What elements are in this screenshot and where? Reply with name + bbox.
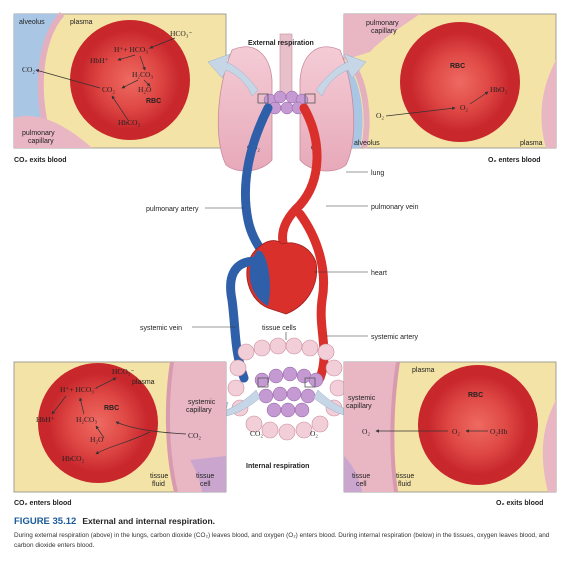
tissue-fluid-label: tissue	[396, 473, 414, 480]
figure-title-text: External and internal respiration.	[82, 516, 216, 526]
co2-tissue-label: CO₂	[250, 429, 263, 438]
external-respiration-heading: External respiration	[248, 40, 314, 47]
co2-out-label: CO₂	[22, 65, 35, 74]
panel-top-right: pulmonary capillary alveolus plasma RBC …	[343, 13, 557, 149]
panel-top-left: alveolus plasma pulmonary capillary RBC …	[13, 11, 227, 150]
internal-respiration-heading: Internal respiration	[246, 463, 309, 470]
capillary-label: systemic	[348, 395, 376, 402]
reaction-arrows	[385, 91, 489, 117]
h2o-label: H₂O	[138, 85, 152, 94]
plasma-label: plasma	[70, 19, 93, 26]
lungs: CO₂ O₂	[217, 33, 355, 172]
capillary-bed	[254, 366, 324, 418]
hbco2-label: HbCO₂	[62, 454, 85, 463]
rbc-label: RBC	[146, 98, 161, 105]
systemic-vein-label: systemic vein	[140, 325, 182, 332]
alveoli-cluster	[263, 90, 309, 115]
figure-number: FIGURE 35.12	[14, 516, 77, 527]
capillary-label-2: capillary	[186, 407, 212, 414]
alveolus-label: alveolus	[19, 19, 45, 26]
o2-inside-label: O₂	[452, 427, 460, 436]
reaction-arrows	[51, 377, 187, 455]
hco3-label: HCO₃⁻	[170, 29, 192, 38]
h-hco3-label: H⁺+ HCO₃⁻	[60, 385, 98, 394]
systemic-vein-vessel	[226, 256, 267, 383]
co2-inside-label: CO₂	[102, 85, 115, 94]
tissue-fluid-label: tissue	[150, 473, 168, 480]
o2-enters-blood-label: O₂ enters blood	[488, 157, 541, 164]
hbh-label: HbH⁺	[36, 415, 55, 424]
tissue-cells-label: tissue cells	[262, 325, 297, 332]
rbc-label: RBC	[104, 405, 119, 412]
capillary-label: pulmonary	[366, 20, 399, 27]
hbo2-label: HbO₂	[490, 85, 508, 94]
plasma-label: plasma	[412, 367, 435, 374]
o2-tissue-label: O₂	[310, 429, 318, 438]
co2-enters-blood-label: CO₂ enters blood	[14, 500, 72, 507]
heart	[246, 240, 318, 315]
reaction-arrows	[35, 37, 176, 121]
callout-arrow-left	[207, 53, 259, 97]
hbh-label: HbH⁺	[90, 56, 109, 65]
systemic-artery-label: systemic artery	[371, 334, 419, 341]
capillary-label-2: capillary	[346, 403, 372, 410]
tissue-cell-label: tissue	[196, 473, 214, 480]
figure-caption: During external respiration (above) in t…	[14, 532, 550, 549]
o2-exits-blood-label: O₂ exits blood	[496, 500, 543, 507]
tissue-fluid-label-2: fluid	[398, 481, 411, 488]
o2hb-label: O₂Hb	[490, 427, 507, 436]
h-hco3-label: H⁺+ HCO₃⁻	[114, 45, 152, 54]
leader-lines	[192, 171, 368, 340]
pulmonary-vein-vessel	[278, 103, 322, 257]
respiration-diagram: alveolus plasma pulmonary capillary RBC …	[13, 11, 557, 507]
capillary-label-2: capillary	[28, 138, 54, 145]
capillary-label-2: capillary	[371, 28, 397, 35]
pulmonary-artery-label: pulmonary artery	[146, 206, 199, 213]
panel-bottom-left: plasma systemic capillary tissue fluid t…	[13, 361, 227, 493]
capillary-label: systemic	[188, 399, 216, 406]
plasma-label: plasma	[520, 140, 543, 147]
tissue-fluid-label-2: fluid	[152, 481, 165, 488]
callout-arrow-right	[315, 53, 367, 97]
lung-label: lung	[371, 170, 384, 177]
o2-outside-label: O₂	[376, 111, 384, 120]
tissue-cells: CO₂ O₂	[227, 337, 347, 441]
h2o-label: H₂O	[90, 435, 104, 444]
alveolus-label: alveolus	[354, 140, 380, 147]
h2co3-label: H₂CO₃	[132, 70, 153, 79]
o2-inside-label: O₂	[460, 103, 468, 112]
panel-bottom-right: plasma systemic capillary tissue cell ti…	[343, 361, 557, 493]
capillary-label: pulmonary	[22, 130, 55, 137]
co2-out-label: CO₂	[188, 431, 201, 440]
o2-outside-label: O₂	[362, 427, 370, 436]
hco3-label: HCO₃⁻	[112, 367, 134, 376]
figure-title: FIGURE 35.12 External and internal respir…	[14, 516, 215, 527]
tissue-cell-label-2: cell	[200, 481, 211, 488]
tissue-cell-label: tissue	[352, 473, 370, 480]
plasma-label: plasma	[132, 379, 155, 386]
rbc-label: RBC	[468, 392, 483, 399]
h2co3-label: H₂CO₃	[76, 415, 97, 424]
heart-label: heart	[371, 270, 387, 277]
co2-exits-blood-label: CO₂ exits blood	[14, 157, 67, 164]
hbco2-label: HbCO₂	[118, 118, 141, 127]
pulmonary-vein-label: pulmonary vein	[371, 204, 419, 211]
tissue-cell-label-2: cell	[356, 481, 367, 488]
rbc-label: RBC	[450, 63, 465, 70]
